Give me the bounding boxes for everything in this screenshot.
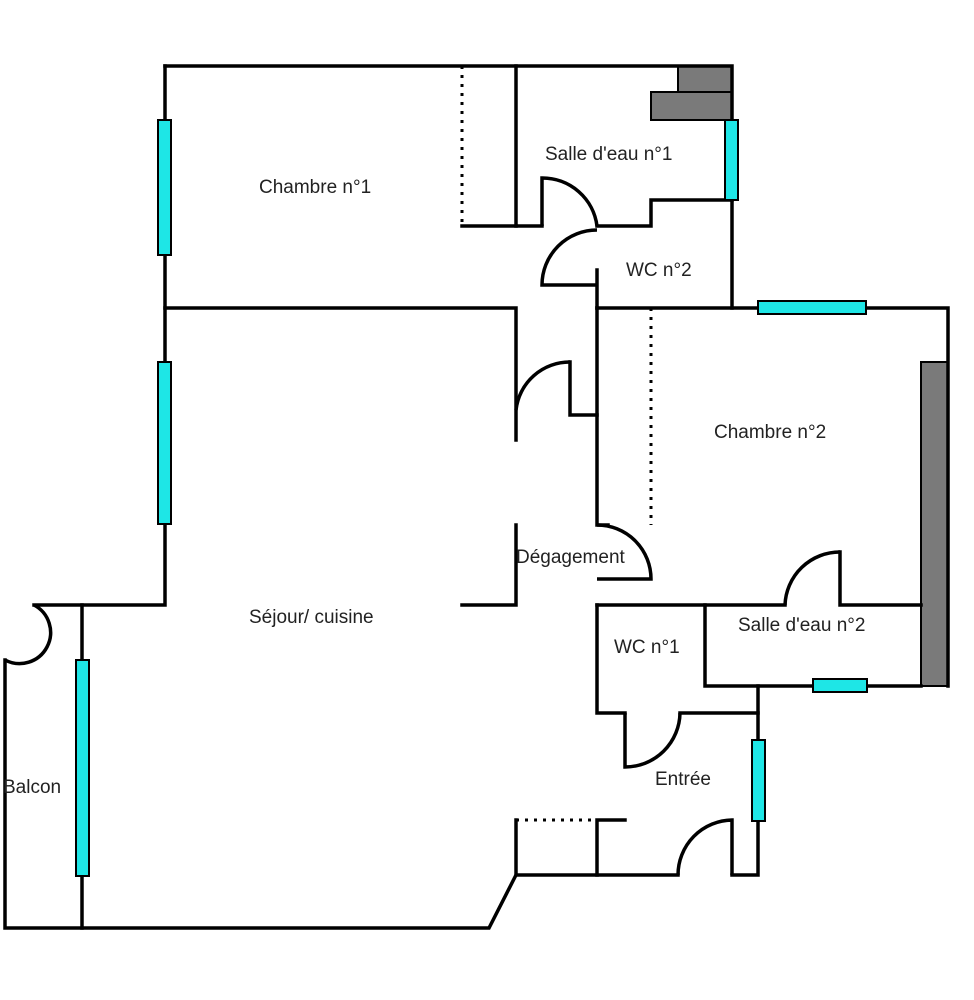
window-icon [724,119,739,201]
doors [4,176,841,876]
door-swing-icon [783,550,841,606]
window-icon [757,300,867,315]
door-swing-icon [540,228,598,287]
room-label-balcon: Balcon [3,777,62,798]
chimney-block-lower [650,91,733,121]
door-swing-icon [540,176,599,227]
room-label-wc2: WC n°2 [626,260,692,281]
room-label-chambre2: Chambre n°2 [714,422,827,443]
door-swing-icon [4,603,53,666]
chimney-block-top [677,65,733,93]
door-swing-icon [514,360,571,411]
room-label-wc1: WC n°1 [614,637,680,658]
door-swing-icon [623,712,682,769]
room-label-degagement: Dégagement [516,547,625,568]
walls [3,64,950,930]
wall-wc1-left [595,603,627,715]
wall-wc2-bottom [595,306,950,688]
door-swing-icon [596,523,653,581]
fixtures [650,65,949,687]
room-label-salle-eau1: Salle d'eau n°1 [545,144,673,165]
wall-chambre2-bottom-right [838,550,923,607]
door-swing-icon [676,818,734,876]
window-icon [812,678,868,693]
room-label-salle-eau2: Salle d'eau n°2 [738,615,866,636]
window-icon [751,739,766,822]
partitions [460,66,653,822]
wall-entree-inner [595,818,627,877]
room-label-entree: Entrée [655,769,711,790]
wall-left-upper [32,64,167,607]
wall-salle-eau1-bottom [595,198,734,310]
wall-degagement-left-lower [460,523,518,607]
wall-degagement-right-upper [568,360,599,417]
wardrobe-chambre2 [920,361,949,687]
room-label-chambre1: Chambre n°1 [259,177,372,198]
windows [75,119,868,877]
wall-top [163,64,734,202]
window-icon [75,659,90,877]
wall-chambre1-sejour [163,306,518,442]
wall-salle-eau1-left [514,64,544,228]
room-label-sejour: Séjour/ cuisine [249,607,374,628]
window-icon [157,119,172,256]
wall-sejour-angled [3,658,519,930]
window-icon [157,361,172,525]
